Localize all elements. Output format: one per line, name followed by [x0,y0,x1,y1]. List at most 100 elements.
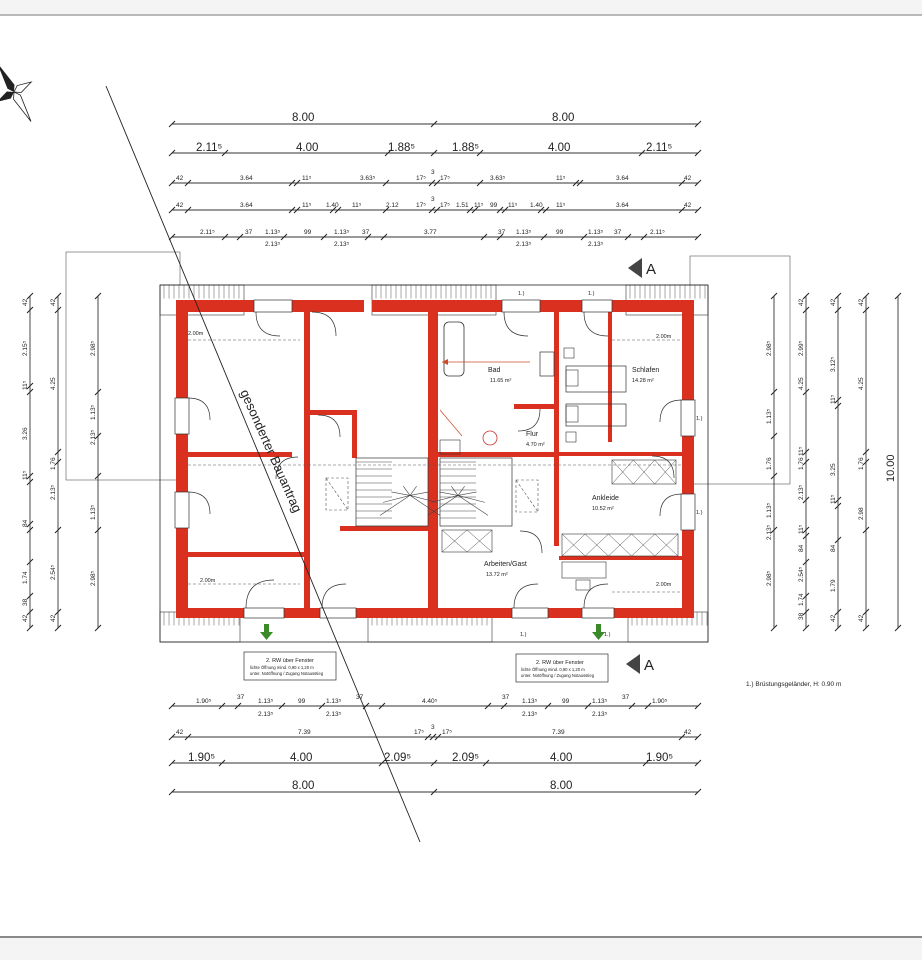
dim-left-c2-4: 2.54⁵ [50,564,57,580]
bathtub-icon [443,321,465,377]
dim-top-r5-10: 1.13⁵ [588,229,604,236]
dim-right-c4-3: 2.98 [858,507,865,520]
section-marker-bottom: A [626,654,654,674]
room-bath-name: Bad [488,367,501,374]
dim-top-r5-1: 37 [245,229,253,236]
dim-right-c4-1: 4.25 [858,377,865,390]
staircase-left [355,457,441,527]
dim-left-c2-1: 4.25 [50,377,57,390]
room-work-area: 13.72 m² [486,572,508,578]
svg-text:unter. Notöffnung / Zugang Not: unter. Notöffnung / Zugang Notausstieg [521,673,595,678]
dim-bot-r1-3: 99 [298,698,306,705]
dim-top-r5-6: 3.77 [424,229,437,236]
railing-mark-1: 1.) [518,291,525,297]
dim-bot-r3-5: 1.90⁵ [646,752,673,764]
dim-top-r4-12: 11⁵ [508,202,518,209]
dim-top-r4-0: 42 [176,202,184,209]
dim-right-c2-9: 1.74 [798,593,805,606]
top-dimension-chains [172,123,698,793]
dim-left-c2-2: 1.76 [50,457,57,470]
dim-left-c1-3: 3.26 [22,427,29,440]
escape-route-arrow-icon-left [260,624,273,640]
dim-right-c1-2: 1.76 [766,457,773,470]
dim-right-c1-5: 2.98⁵ [766,570,773,586]
dim-top-r5-4: 1.13⁵ [334,229,350,236]
dim-left-c1-5: 84 [22,519,29,527]
dim-left-c3-0: 2.98⁵ [90,340,97,356]
dim-right-c3-5: 84 [830,544,837,552]
room-dressing-name: Ankleide [592,495,619,502]
dim-left-c2-5: 42 [50,614,57,622]
dim-bot-r1-5: 37 [356,694,364,701]
dim-bot-r2-2: 17⁵ [414,729,424,736]
railing-mark-2: 1.) [588,291,595,297]
dim-bot-r1-2: 1.13⁵ [258,698,274,705]
dim-left-c3-4: 2.98⁵ [90,570,97,586]
dim-left-c2-0: 42 [50,298,57,306]
dim-left-c1-7: 38 [22,598,29,606]
room-bedroom-name: Schlafen [632,367,659,374]
dim-bot-r1-sub-2: 2.13⁵ [522,711,538,718]
dim-right-c4-2: 1.76 [858,457,865,470]
svg-text:A: A [644,657,654,674]
dim-right-c2-6: 11⁵ [798,524,805,534]
dim-top-r3-10: 42 [684,175,692,182]
railing-mark-3: 1.) [696,416,703,422]
dim-bot-r3-0: 1.90⁵ [188,752,215,764]
dim-top-r3-9: 3.64 [616,175,629,182]
dim-top-r5-8: 1.13⁵ [516,229,532,236]
dim-right-c1-0: 2.98⁵ [766,340,773,356]
dim-top-r4-15: 3.64 [616,202,629,209]
dim-bot-r1-sub-1: 2.13⁵ [326,711,342,718]
dim-right-c1-3: 1.13⁵ [766,502,773,518]
dim-top-r5-7: 37 [498,229,506,236]
dim-bot-r2-1: 7.39 [298,729,311,736]
dim-top-r3-1: 3.64 [240,175,253,182]
dim-right-c2-1: 2.99⁵ [798,340,805,356]
dim-bot-r1-11: 37 [622,694,630,701]
dim-left-c1-4: 11⁵ [22,470,29,480]
dim-right-c1-1: 1.13⁵ [766,408,773,424]
room-hall-area: 4.70 m² [526,442,545,448]
dim-top-r4-7: 3 [431,196,435,203]
dim-top-r4-5: 2.12 [386,202,399,209]
dim-right-c2-0: 42 [798,298,805,306]
ceiling-height-sw: 2.00m [200,578,216,584]
dim-bot-r1-8: 1.13⁵ [522,698,538,705]
dim-right-c2-10: 38 [798,612,805,620]
dim-top-r5-sub-1: 2.13⁵ [334,241,350,248]
railing-mark-6: 1.) [604,632,611,638]
dim-right-c2-5: 2.13⁵ [798,484,805,500]
dim-bot-r2-5: 7.39 [552,729,565,736]
dim-right-c4-0: 42 [858,298,865,306]
dim-left-c1-8: 42 [22,614,29,622]
dim-top-r4-13: 1.40 [530,202,543,209]
dim-left-c2-3: 2.13⁵ [50,484,57,500]
dim-right-c3-1: 3.12⁵ [830,356,837,372]
dim-top-r4-8: 17⁵ [440,202,450,209]
dim-top-r5-sub-2: 2.13⁵ [516,241,532,248]
dim-top-r3-8: 11⁵ [556,175,566,182]
dim-top-r4-2: 11⁵ [302,202,312,209]
dim-bot-r1-6: 4.40⁵ [422,698,438,705]
dim-right-c3-6: 1.79 [830,579,837,592]
railing-mark-5: 1.) [520,632,527,638]
dim-bot-r3-4: 4.00 [550,752,572,764]
dim-top-r4-1: 3.64 [240,202,253,209]
dim-top-r3-5: 3 [431,169,435,176]
dim-top-r4-11: 99 [490,202,498,209]
dim-top-r5-2: 1.13⁵ [265,229,281,236]
dim-bot-r1-9: 99 [562,698,570,705]
dim-bot-r1-sub-3: 2.13⁵ [592,711,608,718]
dim-top-r4-4: 11⁵ [352,202,362,209]
dim-right-c2-3: 11⁵ [798,446,805,456]
dim-right-overall: 10.00 [885,454,897,482]
dim-top-r5-sub-0: 2.13⁵ [265,241,281,248]
staircase-right [427,457,513,527]
dim-top-r5-sub-3: 2.13⁵ [588,241,604,248]
dim-top-r2-3: 1.88⁵ [452,142,479,154]
ceiling-height-se: 2.00m [656,582,672,588]
dim-bot-r1-10: 1.13⁵ [592,698,608,705]
dim-top-r3-4: 17⁵ [416,175,426,182]
wall-east [682,300,694,618]
